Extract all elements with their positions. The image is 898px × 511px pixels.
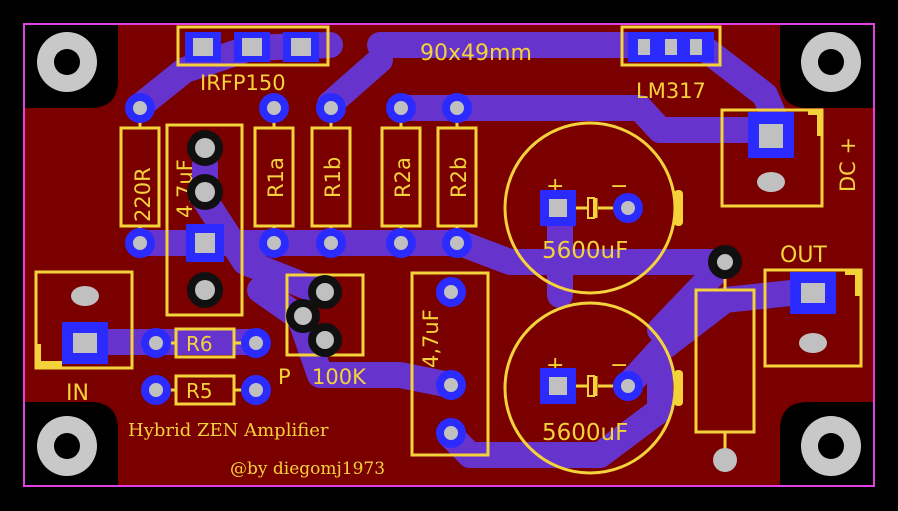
r1b-label: R1b — [321, 157, 345, 198]
r5-label: R5 — [186, 379, 213, 403]
r1a-label: R1a — [264, 157, 288, 198]
trace-mid-bus — [127, 230, 738, 275]
resistor-r5: R5 — [156, 374, 256, 406]
mounting-holes — [24, 24, 874, 486]
trace-bottom — [437, 352, 673, 468]
connector-dc: DC + — [720, 108, 860, 208]
dc-label: DC + — [836, 137, 860, 192]
trace-out — [615, 279, 813, 398]
electrolytic-cap-top: + − 5600uF — [503, 121, 683, 295]
irfp150-label: IRFP150 — [200, 71, 286, 95]
board-credit: @by diegomj1973 — [230, 459, 385, 479]
capacitor-4u7-right: 4,7uF — [410, 271, 490, 457]
cap-top-label: 5600uF — [542, 238, 628, 264]
board-title: Hybrid ZEN Amplifier — [128, 420, 329, 441]
connector-in: IN — [34, 270, 134, 406]
r2a-label: R2a — [391, 157, 415, 198]
cap-top-minus: − — [610, 174, 628, 199]
resistor-r6: R6 — [156, 327, 256, 359]
pot-value-label: 100K — [312, 365, 367, 389]
connector-out: OUT — [763, 243, 863, 368]
irfp150-mosfet: IRFP150 — [176, 25, 330, 95]
resistor-r1b: R1b — [310, 108, 352, 243]
cap-bottom-label: 5600uF — [542, 420, 628, 446]
lm317-label: LM317 — [636, 79, 706, 103]
r6-label: R6 — [186, 332, 213, 356]
r220-label: 220R — [131, 167, 155, 222]
lm317-regulator: LM317 — [620, 25, 722, 103]
r2b-label: R2b — [447, 157, 471, 198]
in-label: IN — [66, 381, 89, 406]
board-size-label: 90x49mm — [420, 41, 532, 66]
board-outline — [23, 23, 875, 487]
trace-r2 — [387, 95, 793, 143]
pads — [62, 93, 836, 472]
pot-label: P — [278, 365, 291, 389]
out-label: OUT — [780, 243, 827, 268]
c-right-label: 4,7uF — [419, 309, 443, 368]
